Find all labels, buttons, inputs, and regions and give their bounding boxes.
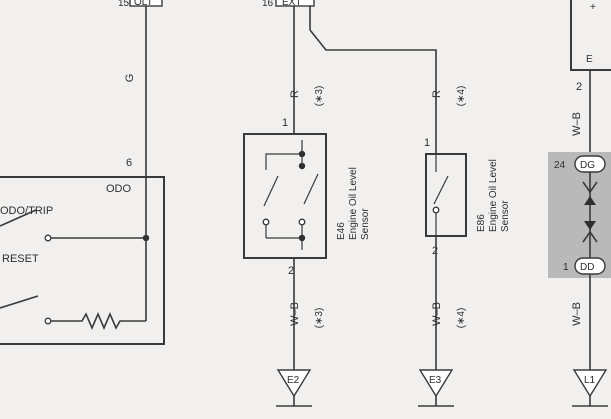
olt-pin-number: 15 [118, 0, 130, 9]
note-4b: (∗4) [456, 308, 467, 329]
e46-pin-1: 1 [282, 117, 288, 129]
ground-l1-label: L1 [584, 375, 596, 386]
meter-pin-6: 6 [126, 157, 132, 169]
wire-wb-b-color: W–B [289, 302, 301, 326]
e86-pin-1: 1 [424, 137, 430, 149]
arrow-up-icon [584, 196, 596, 205]
e86-label-line3: Sensor [500, 200, 511, 232]
e86-label-line2: Engine Oil Level [488, 159, 499, 232]
e46-switch-1 [263, 175, 279, 207]
resistor [51, 311, 146, 331]
dg-chevron [582, 181, 598, 194]
e46-label-line3: Sensor [360, 208, 371, 240]
dd-chevron [582, 230, 598, 243]
wire-r-color-a: R [289, 90, 301, 98]
ground-e3-label: E3 [429, 375, 442, 386]
odo-trip-contact [44, 234, 52, 242]
note-3b: (∗3) [314, 308, 325, 329]
shield-region [548, 152, 611, 278]
connector-dd: 1 DD [563, 257, 606, 275]
e46-label-line2: Engine Oil Level [348, 167, 359, 240]
wire-wb-d-color: W–B [571, 302, 583, 326]
e46-switch-2 [303, 173, 319, 205]
ground-e2-label: E2 [287, 375, 300, 386]
e46-box [243, 133, 327, 259]
ground-l1-triangle [572, 369, 608, 398]
wire-wb-c-color: W–B [431, 302, 443, 326]
olt-terminal: 15 OLT [118, 0, 163, 9]
ext-terminal-box [275, 0, 315, 7]
wire-r-branch [309, 29, 437, 154]
e46-dot-c [298, 234, 306, 242]
note-4a: (∗4) [456, 86, 467, 107]
right-component-box [570, 0, 611, 71]
connector-dg: 24 DG [554, 155, 606, 173]
wire-r-color-b: R [431, 90, 443, 98]
meter-box: ODO ODO/TRIP RESET [0, 176, 165, 345]
e86-contact [432, 206, 440, 214]
odo-trip-switch-blade [0, 209, 37, 227]
reset-switch-blade [0, 295, 39, 309]
right-component: + E 2 [570, 0, 611, 93]
dg-oval [574, 155, 606, 173]
e46-label-line1: E46 [336, 222, 347, 240]
e86-pin-2: 2 [432, 245, 438, 257]
note-3a: (∗3) [314, 86, 325, 107]
e86-switch [433, 175, 449, 205]
ext-terminal: 16 EXT [262, 0, 315, 9]
e46-contact-2 [298, 218, 306, 226]
meter-label: ODO [106, 183, 132, 195]
right-plus-sign: + [590, 2, 596, 13]
reset-label: RESET [2, 253, 39, 265]
e46-contact-1 [262, 218, 270, 226]
e86-label-line1: E86 [476, 214, 487, 232]
odo-trip-label: ODO/TRIP [0, 205, 53, 217]
e46-top-link [265, 153, 302, 170]
dg-pin: 24 [554, 160, 566, 171]
ground-l1: L1 [572, 369, 608, 407]
e46-pin-2: 2 [288, 265, 294, 277]
reset-contact [44, 317, 52, 325]
sensor-e86: 1 E86 Engine Oil Level Sensor 2 [424, 137, 511, 257]
right-box-label: E [586, 54, 593, 65]
ext-pin-number: 16 [262, 0, 274, 9]
ground-e2-triangle [276, 369, 312, 398]
meter-outline [0, 176, 165, 345]
ground-e3-triangle [418, 369, 454, 398]
wire-wb-a-color: W–B [571, 112, 583, 136]
dd-name: DD [580, 262, 594, 273]
dd-pin: 1 [563, 262, 569, 273]
arrow-down-icon [584, 221, 596, 230]
ground-e2: E2 [276, 369, 312, 407]
e86-box [425, 153, 467, 237]
ext-name: EXT [282, 0, 301, 8]
wire-g-color: G [124, 74, 136, 83]
ground-e3: E3 [418, 369, 454, 407]
sensor-e46: 1 E46 Engine Oil Level Sensor 2 [243, 117, 371, 277]
olt-name: OLT [134, 0, 153, 8]
right-pin-2: 2 [576, 81, 582, 93]
dg-name: DG [580, 160, 595, 171]
